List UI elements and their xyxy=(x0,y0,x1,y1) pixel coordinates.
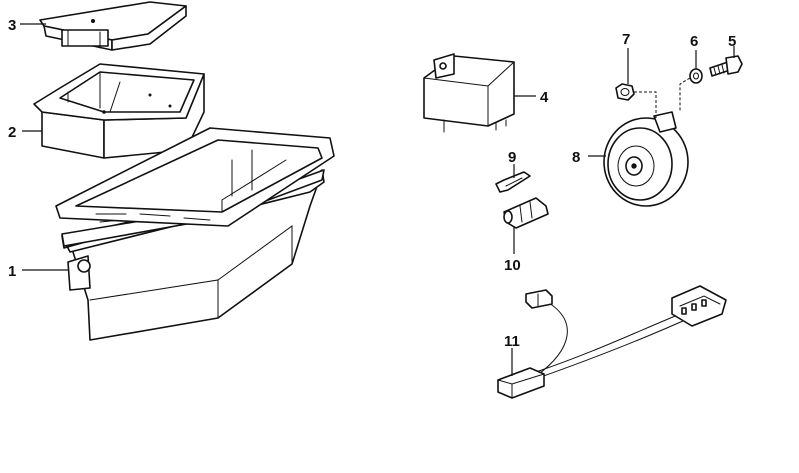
callout-6: 6 xyxy=(690,33,698,50)
part-4-relay[interactable] xyxy=(423,53,515,133)
part-10-socket[interactable] xyxy=(503,197,549,254)
callout-4: 4 xyxy=(540,89,549,106)
callout-10: 10 xyxy=(504,257,521,274)
leader-lines xyxy=(20,23,536,271)
part-6-washer[interactable] xyxy=(679,50,703,112)
part-1-housing[interactable] xyxy=(61,169,325,341)
callout-1: 1 xyxy=(8,263,16,280)
callout-5: 5 xyxy=(728,33,736,50)
part-9-bulb[interactable] xyxy=(495,164,531,193)
part-8-horn[interactable] xyxy=(588,111,689,207)
part-3-lid[interactable] xyxy=(39,1,187,51)
callout-2: 2 xyxy=(8,124,16,141)
part-7-nut[interactable] xyxy=(615,48,657,118)
callout-11: 11 xyxy=(504,333,520,350)
callout-7: 7 xyxy=(622,31,630,48)
part-2-tray[interactable] xyxy=(33,63,205,159)
callout-8: 8 xyxy=(572,149,580,166)
part-11-wiring-harness[interactable] xyxy=(497,285,727,399)
callout-3: 3 xyxy=(8,17,16,34)
callout-9: 9 xyxy=(508,149,516,166)
part-5-screw[interactable] xyxy=(709,46,743,77)
part-1-gasket[interactable] xyxy=(55,127,335,227)
